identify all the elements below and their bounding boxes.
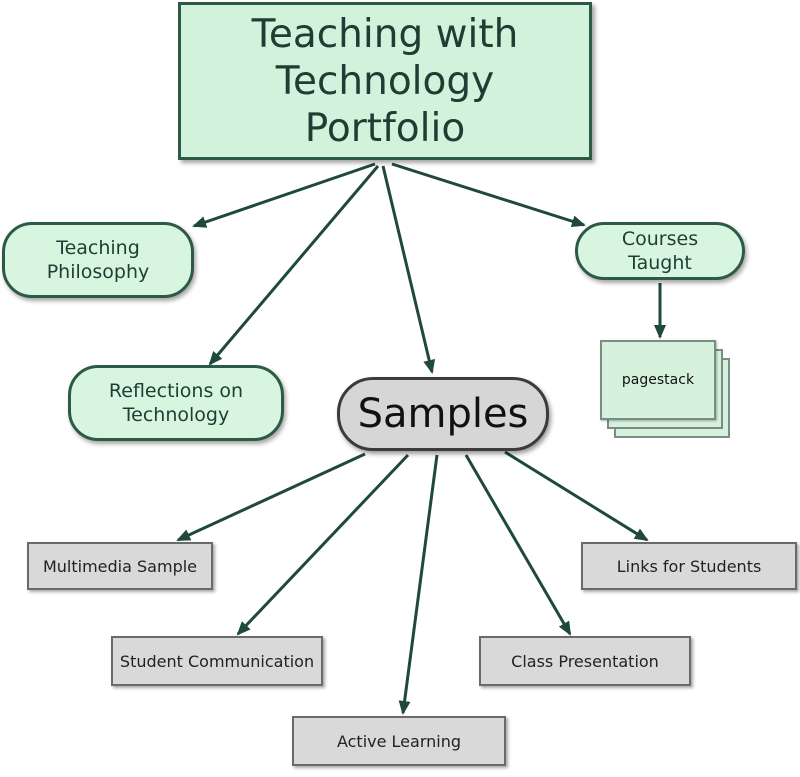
root-title-line-1: Teaching with bbox=[251, 11, 519, 57]
edge-samples-to-links bbox=[504, 450, 649, 542]
node-reflections-on-technology[interactable]: Reflections on Technology bbox=[68, 365, 284, 441]
node-student-communication[interactable]: Student Communication bbox=[111, 636, 323, 686]
courses-taught-line-2: Taught bbox=[628, 252, 692, 274]
active-learning-label: Active Learning bbox=[336, 731, 462, 751]
class-presentation-label: Class Presentation bbox=[511, 651, 659, 671]
multimedia-sample-label: Multimedia Sample bbox=[42, 556, 198, 576]
node-pagestack[interactable]: pagestack bbox=[600, 340, 736, 446]
pagestack-label: pagestack bbox=[621, 372, 695, 388]
root-title-line-2: Technology bbox=[275, 58, 495, 104]
edge-root-to-reflections bbox=[208, 165, 380, 366]
reflections-line-1: Reflections on bbox=[108, 380, 244, 402]
edge-samples-to-class-presentation bbox=[464, 454, 572, 636]
pagestack-sheet-front: pagestack bbox=[600, 340, 716, 420]
root-node-portfolio[interactable]: Teaching with Technology Portfolio bbox=[178, 2, 592, 160]
edge-root-to-courses-taught bbox=[391, 162, 586, 228]
node-teaching-philosophy[interactable]: Teaching Philosophy bbox=[2, 222, 194, 298]
edge-root-to-samples bbox=[381, 165, 436, 374]
node-courses-taught[interactable]: Courses Taught bbox=[575, 222, 745, 280]
node-multimedia-sample[interactable]: Multimedia Sample bbox=[27, 542, 213, 590]
reflections-line-2: Technology bbox=[122, 404, 230, 426]
teaching-philosophy-line-1: Teaching bbox=[56, 237, 140, 259]
node-links-for-students[interactable]: Links for Students bbox=[581, 542, 797, 590]
node-class-presentation[interactable]: Class Presentation bbox=[479, 636, 691, 686]
edge-samples-to-student-communication bbox=[236, 453, 410, 636]
edge-samples-to-active-learning bbox=[398, 454, 439, 715]
node-samples[interactable]: Samples bbox=[337, 377, 549, 451]
student-communication-label: Student Communication bbox=[119, 651, 315, 671]
root-title-line-3: Portfolio bbox=[304, 105, 466, 151]
links-for-students-label: Links for Students bbox=[616, 556, 762, 576]
edge-root-to-teaching-philosophy bbox=[192, 162, 376, 228]
teaching-philosophy-line-2: Philosophy bbox=[46, 261, 150, 283]
edge-samples-to-multimedia bbox=[176, 452, 366, 542]
courses-taught-line-1: Courses bbox=[621, 228, 699, 250]
node-active-learning[interactable]: Active Learning bbox=[292, 716, 506, 766]
samples-label: Samples bbox=[357, 391, 529, 437]
